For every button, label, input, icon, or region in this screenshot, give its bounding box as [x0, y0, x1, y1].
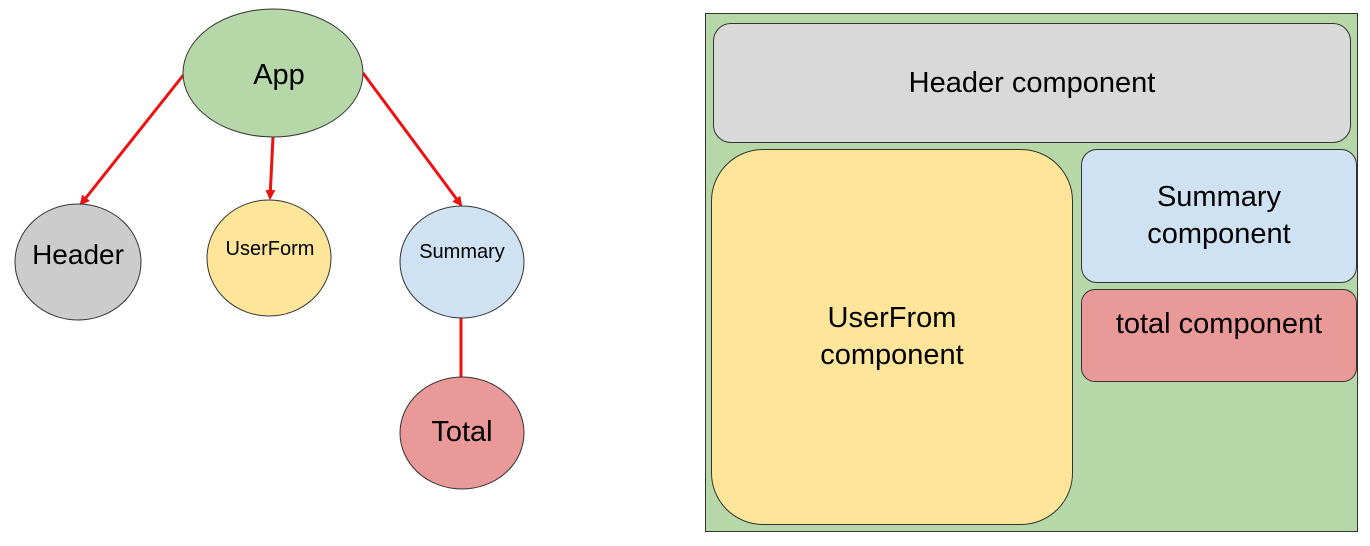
node-app-label: App — [253, 59, 305, 91]
edge-app-summary — [361, 72, 463, 207]
header-component-label: Header component — [908, 66, 1156, 99]
summary-component-label: Summary component — [1147, 181, 1291, 250]
node-userform-shape — [206, 199, 332, 317]
node-summary-label: Summary — [419, 241, 505, 263]
summary-component-box: Summary component — [1081, 149, 1357, 283]
userform-component-box: UserFrom component — [711, 149, 1073, 525]
component-layout-diagram: Header component UserFrom component Summ… — [705, 13, 1358, 532]
node-header-label: Header — [32, 239, 124, 270]
node-app-shape — [182, 8, 364, 138]
node-summary-shape — [399, 205, 525, 319]
node-header: Header — [14, 203, 142, 321]
node-userform-label: UserForm — [226, 238, 315, 260]
node-total-label: Total — [431, 416, 492, 448]
total-component-label: total component — [1115, 308, 1323, 340]
edge-app-userform — [265, 136, 276, 200]
total-component-box: total component — [1081, 289, 1357, 382]
node-userform: UserForm — [206, 199, 332, 317]
node-total-shape — [399, 376, 525, 490]
node-total: Total — [399, 376, 525, 490]
node-header-shape — [14, 203, 142, 321]
node-app: App — [182, 8, 364, 138]
node-summary: Summary — [399, 205, 525, 319]
edge-app-header — [79, 72, 187, 206]
userform-component-label: UserFrom component — [820, 302, 964, 371]
header-component-box: Header component — [713, 23, 1351, 143]
component-tree-diagram: App Header UserForm Summary Total — [14, 8, 525, 490]
